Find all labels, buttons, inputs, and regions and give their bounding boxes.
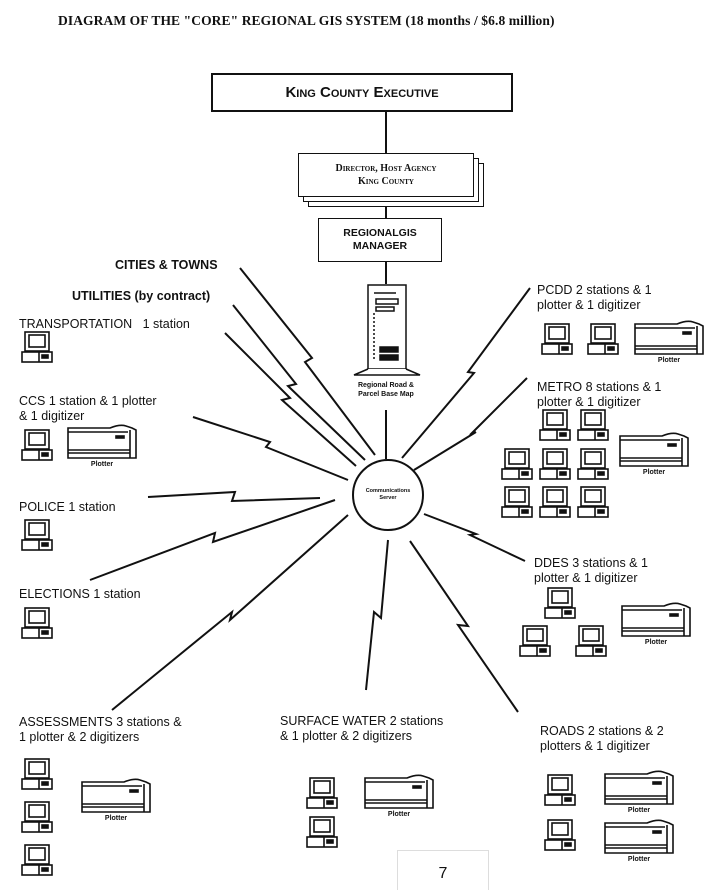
workstation-icon (543, 586, 577, 620)
king-county-executive-box: King County Executive (211, 73, 513, 112)
surface-water-label-line1: SURFACE WATER 2 stations (280, 714, 444, 728)
hub-line2: Server (379, 495, 397, 501)
workstation-icon (20, 330, 54, 364)
police-label: POLICE 1 station (19, 500, 116, 514)
plotter-label: Plotter (387, 811, 411, 818)
elections-label: ELECTIONS 1 station (19, 587, 141, 601)
workstation-icon (500, 447, 534, 481)
workstation-icon (20, 428, 54, 462)
diagram-title: DIAGRAM OF THE "CORE" REGIONAL GIS SYSTE… (58, 13, 555, 28)
plotter-icon (80, 778, 152, 822)
page-number: 7 (397, 850, 489, 890)
workstation-icon (540, 322, 574, 356)
pcdd-label-line2: plotter & 1 digitizer (537, 298, 641, 312)
utilities-label: UTILITIES (by contract) (72, 289, 211, 303)
plotter-label: Plotter (642, 469, 666, 476)
workstation-icon (574, 624, 608, 658)
link-police (147, 490, 321, 503)
server-tower-icon (353, 284, 421, 376)
assessments-label: ASSESSMENTS 3 stations & 1 plotter & 2 d… (19, 715, 182, 745)
pcdd-label-line1: PCDD 2 stations & 1 (537, 283, 652, 297)
roads-label: ROADS 2 stations & 2 plotters & 1 digiti… (540, 724, 664, 754)
link-assessments (111, 514, 349, 711)
director-line1: Director, Host Agency (335, 163, 437, 174)
roads-label-line2: plotters & 1 digitizer (540, 739, 650, 753)
manager-line1: REGIONALGIS (343, 227, 417, 239)
workstation-icon (305, 776, 339, 810)
director-line2: King County (357, 176, 414, 187)
plotter-icon (633, 320, 704, 364)
workstation-icon (538, 447, 572, 481)
surface-water-label-line2: & 1 plotter & 2 digitizers (280, 729, 413, 743)
workstation-icon (576, 485, 610, 519)
link-metro (413, 377, 528, 471)
plotter-label: Plotter (104, 815, 128, 822)
link-pcdd (401, 287, 531, 459)
metro-label: METRO 8 stations & 1 plotter & 1 digitiz… (537, 380, 661, 410)
workstation-icon (20, 843, 54, 877)
ccs-label: CCS 1 station & 1 plotter & 1 digitizer (19, 394, 157, 424)
cities-towns-label: CITIES & TOWNS (115, 258, 218, 272)
server-label-line2: Parcel Base Map (358, 391, 414, 398)
link-cities (239, 267, 376, 456)
workstation-icon (576, 408, 610, 442)
plotter-label: Plotter (657, 357, 681, 364)
plotter-icon (620, 602, 692, 646)
metro-label-line1: METRO 8 stations & 1 (537, 380, 662, 394)
workstation-icon (20, 800, 54, 834)
assessments-label-line1: ASSESSMENTS 3 stations & (19, 715, 182, 729)
link-surface-water (365, 539, 389, 691)
regional-gis-manager-box: REGIONALGIS MANAGER (318, 218, 442, 262)
ccs-label-line1: CCS 1 station & 1 plotter (19, 394, 157, 408)
communications-server-hub: Communications Server (352, 459, 424, 531)
workstation-icon (20, 518, 54, 552)
workstation-icon (20, 757, 54, 791)
ddes-label-line1: DDES 3 stations & 1 (534, 556, 648, 570)
plotter-label: Plotter (644, 639, 668, 646)
ddes-label: DDES 3 stations & 1 plotter & 1 digitize… (534, 556, 648, 586)
workstation-icon (586, 322, 620, 356)
link-ddes (423, 513, 526, 562)
server-label-line1: Regional Road & (357, 382, 414, 389)
link-ccs (192, 416, 349, 481)
workstation-icon (305, 815, 339, 849)
link-elections (89, 499, 336, 581)
workstation-icon (20, 606, 54, 640)
plotter-icon (603, 770, 675, 814)
workstation-icon (538, 485, 572, 519)
metro-label-line2: plotter & 1 digitizer (537, 395, 641, 409)
workstation-icon (543, 818, 577, 852)
workstation-icon (518, 624, 552, 658)
workstation-icon (543, 773, 577, 807)
server-label: Regional Road & Parcel Base Map (340, 381, 432, 399)
workstation-icon (576, 447, 610, 481)
plotter-label: Plotter (90, 461, 114, 468)
roads-label-line1: ROADS 2 stations & 2 (540, 724, 664, 738)
plotter-icon (66, 424, 138, 468)
ccs-label-line2: & 1 digitizer (19, 409, 85, 423)
plotter-icon (363, 774, 435, 818)
plotter-label: Plotter (627, 856, 651, 863)
transportation-label: TRANSPORTATION 1 station (19, 317, 190, 331)
workstation-icon (538, 408, 572, 442)
pcdd-label: PCDD 2 stations & 1 plotter & 1 digitize… (537, 283, 652, 313)
plotter-icon (603, 819, 675, 863)
workstation-icon (500, 485, 534, 519)
link-utilities (232, 304, 366, 461)
hub-line1: Communications (365, 488, 411, 494)
link-transportation (224, 332, 357, 467)
surface-water-label: SURFACE WATER 2 stations & 1 plotter & 2… (280, 714, 443, 744)
plotter-icon (618, 432, 690, 476)
plotter-label: Plotter (627, 807, 651, 814)
assessments-label-line2: 1 plotter & 2 digitizers (19, 730, 140, 744)
director-host-agency-box: Director, Host Agency King County (298, 153, 474, 197)
link-roads (409, 540, 519, 713)
ddes-label-line2: plotter & 1 digitizer (534, 571, 638, 585)
manager-line2: MANAGER (352, 240, 408, 252)
